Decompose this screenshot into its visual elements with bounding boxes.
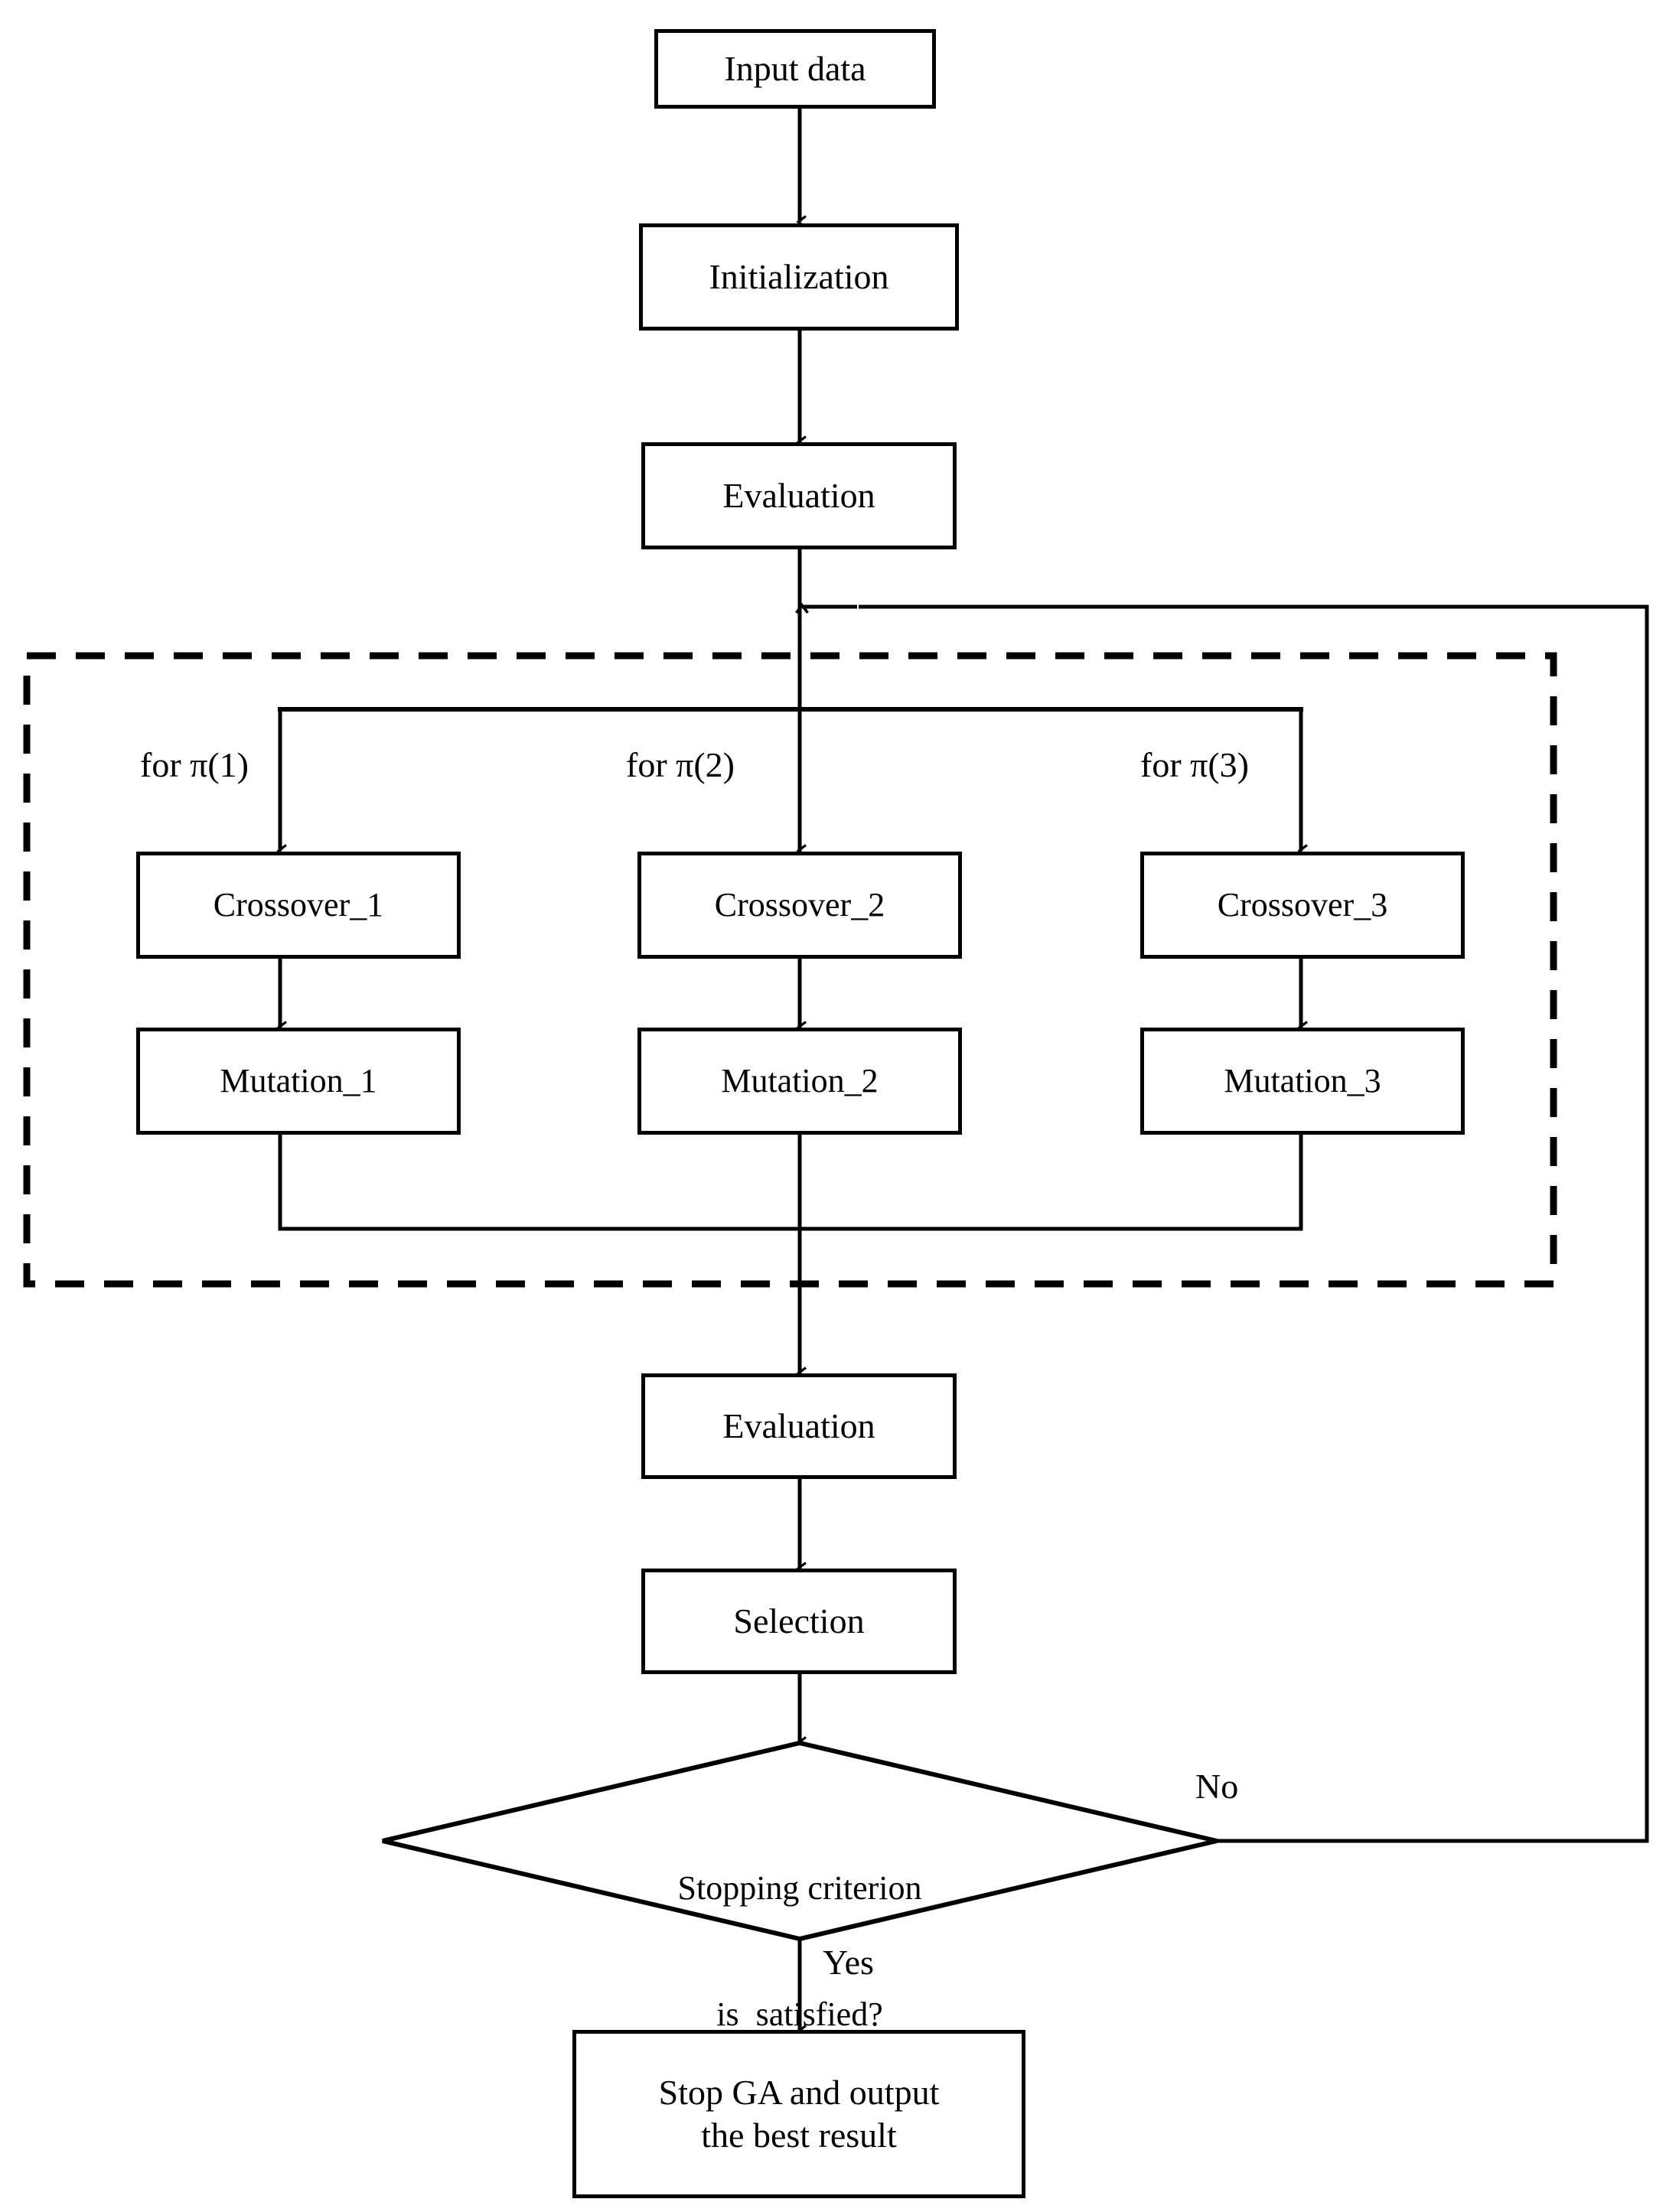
node-mutation-2-label: Mutation_2: [721, 1062, 879, 1100]
decision-line-2: is satisfied?: [716, 1995, 883, 2033]
edge-mutation1-merge: [278, 1134, 800, 1231]
node-crossover-2[interactable]: Crossover_2: [637, 852, 962, 959]
label-for-pi-1: for π(1): [140, 745, 249, 784]
node-crossover-3-label: Crossover_3: [1217, 886, 1388, 924]
node-stop-ga-line1: Stop GA and output: [658, 2072, 940, 2112]
node-input-data[interactable]: Input data: [654, 29, 936, 109]
label-no: No: [1195, 1767, 1239, 1806]
dashed-group-box: [23, 652, 1557, 1288]
node-input-data-label: Input data: [724, 48, 866, 88]
node-initialization[interactable]: Initialization: [639, 223, 959, 331]
edge-mutation3-merge: [800, 1134, 1303, 1231]
node-selection[interactable]: Selection: [641, 1569, 957, 1674]
node-selection-label: Selection: [733, 1601, 865, 1640]
edge-no-loopback: [859, 604, 1649, 1843]
node-mutation-3[interactable]: Mutation_3: [1140, 1028, 1465, 1135]
node-stop-ga-label: Stop GA and output the best result: [659, 2071, 940, 2157]
node-crossover-1-label: Crossover_1: [213, 886, 384, 924]
decision-diamond-text: Stopping criterion is satisfied?: [570, 1783, 1029, 2119]
node-evaluation-bottom-label: Evaluation: [722, 1406, 875, 1445]
node-crossover-2-label: Crossover_2: [714, 886, 885, 924]
node-evaluation-bottom[interactable]: Evaluation: [641, 1373, 957, 1479]
decision-line-1: Stopping criterion: [677, 1869, 922, 1907]
node-evaluation-top-label: Evaluation: [722, 475, 875, 515]
label-for-pi-3: for π(3): [1140, 745, 1249, 784]
node-initialization-label: Initialization: [709, 256, 889, 296]
label-for-pi-2: for π(2): [626, 745, 735, 784]
node-evaluation-top[interactable]: Evaluation: [641, 442, 957, 549]
node-mutation-1-label: Mutation_1: [220, 1062, 377, 1100]
label-yes: Yes: [823, 1943, 874, 1982]
node-stop-ga-line2: the best result: [701, 2116, 897, 2155]
node-crossover-3[interactable]: Crossover_3: [1140, 852, 1465, 959]
node-stop-ga[interactable]: Stop GA and output the best result: [572, 2030, 1025, 2198]
node-mutation-1[interactable]: Mutation_1: [136, 1028, 461, 1135]
node-mutation-3-label: Mutation_3: [1224, 1062, 1381, 1100]
node-crossover-1[interactable]: Crossover_1: [136, 852, 461, 959]
node-mutation-2[interactable]: Mutation_2: [637, 1028, 962, 1135]
